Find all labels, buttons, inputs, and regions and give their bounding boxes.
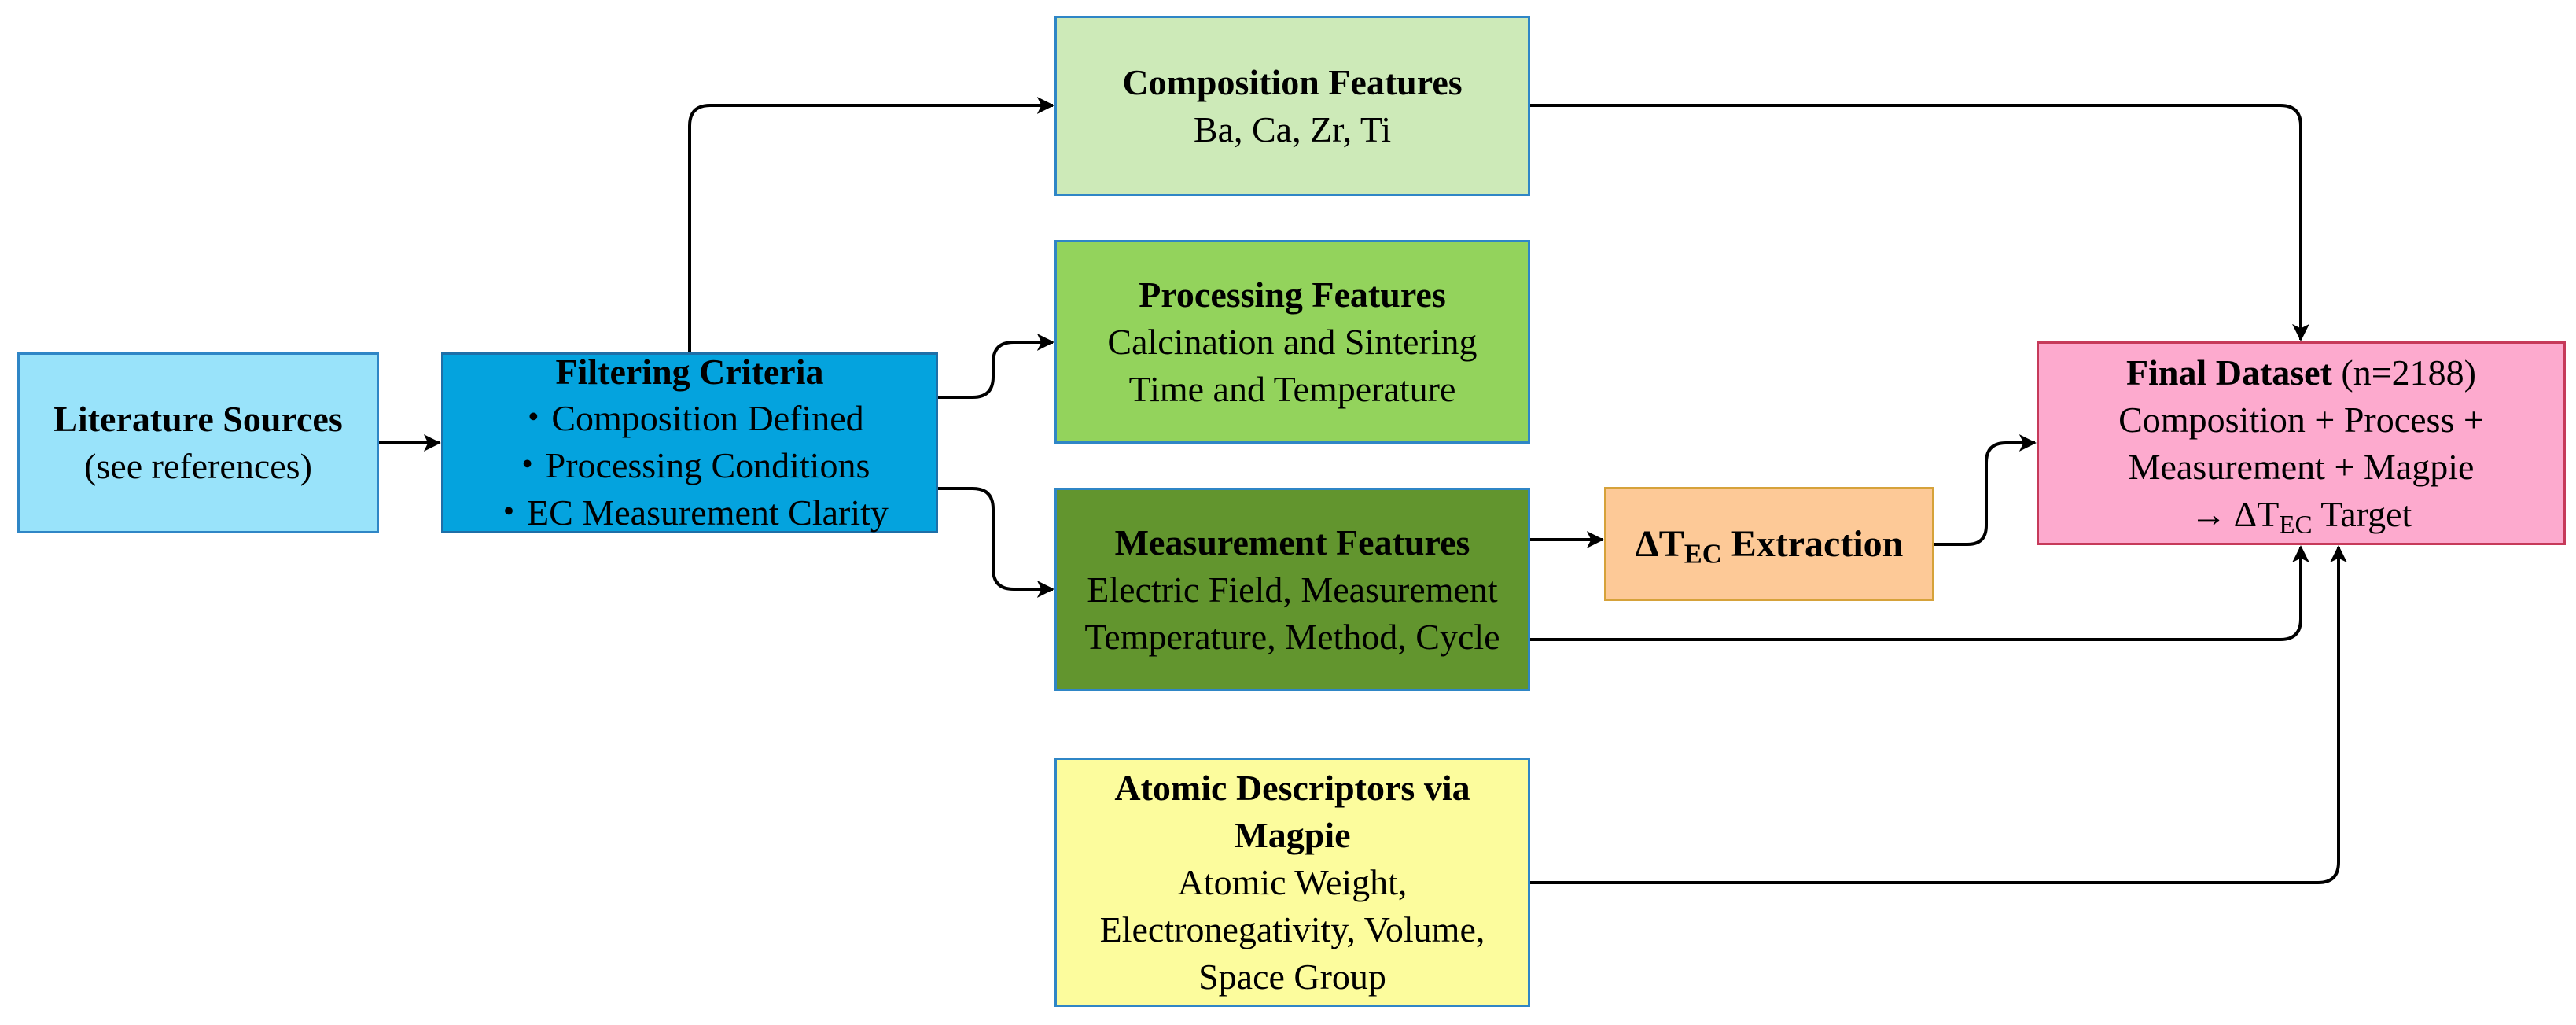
edge-measurement-to-final [1530,545,2309,641]
literature-sources-note: (see references) [84,446,312,486]
delta-t-extraction-title: ΔTEC Extraction [1636,521,1904,568]
final-dataset-count: (n=2188) [2331,352,2476,393]
atomic-descriptors-title-line-2: Magpie [1234,814,1351,855]
measurement-features-title: Measurement Features [1114,522,1470,562]
measurement-features-line-1: Electric Field, Measurement [1087,569,1498,610]
atomic-descriptors-box: Atomic Descriptors via Magpie Atomic Wei… [1054,758,1530,1007]
final-dataset-box: Final Dataset (n=2188) Composition + Pro… [2037,341,2566,545]
extraction-label: Extraction [1721,522,1904,565]
atomic-descriptors-line-1: Atomic Weight, [1177,861,1408,902]
filtering-criterion-composition: ・Composition Defined [515,398,864,438]
atomic-descriptors-title-line-1: Atomic Descriptors via [1114,767,1470,808]
final-dataset-line-2: Measurement + Magpie [2128,446,2475,487]
processing-features-line-1: Calcination and Sintering [1107,321,1478,362]
composition-features-title: Composition Features [1122,61,1463,102]
processing-features-box: Processing Features Calcination and Sint… [1054,240,1530,444]
composition-features-box: Composition Features Ba, Ca, Zr, Ti [1054,16,1530,196]
final-dataset-heading: Final Dataset (n=2188) [2126,349,2476,396]
processing-features-line-2: Time and Temperature [1128,368,1456,409]
final-dataset-target: → ΔTEC Target [2191,491,2412,538]
target-label: Target [2312,493,2412,534]
edge-filtering-to-composition [688,97,1054,352]
atomic-descriptors-line-3: Space Group [1198,956,1386,997]
atomic-descriptors-line-2: Electronegativity, Volume, [1099,909,1485,949]
edge-composition-to-final [1530,104,2309,341]
measurement-features-line-2: Temperature, Method, Cycle [1084,616,1500,657]
literature-sources-box: Literature Sources (see references) [17,352,379,533]
filtering-criteria-box: Filtering Criteria ・Composition Defined … [441,352,938,533]
literature-sources-title: Literature Sources [53,399,343,439]
final-dataset-title: Final Dataset [2125,352,2332,393]
delta-t-extraction-box: ΔTEC Extraction [1604,487,1934,601]
edge-atomic-to-final [1530,545,2347,884]
measurement-features-box: Measurement Features Electric Field, Mea… [1054,488,1530,691]
final-dataset-line-1: Composition + Process + [2118,399,2484,440]
edge-filtering-to-processing [938,334,1054,399]
processing-features-title: Processing Features [1139,274,1446,315]
delta-t-symbol: ΔT [1635,522,1684,565]
delta-t-subscript: EC [1684,539,1722,570]
edge-filtering-to-measurement [938,487,1054,598]
edge-extraction-to-final [1934,434,2037,546]
filtering-criterion-processing: ・Processing Conditions [509,445,870,485]
composition-features-elements: Ba, Ca, Zr, Ti [1193,109,1392,149]
filtering-criteria-title: Filtering Criteria [555,352,824,392]
target-arrow-delta: → ΔT [2190,493,2280,534]
filtering-criterion-ec-measurement: ・EC Measurement Clarity [491,492,889,533]
target-subscript: EC [2279,509,2313,539]
